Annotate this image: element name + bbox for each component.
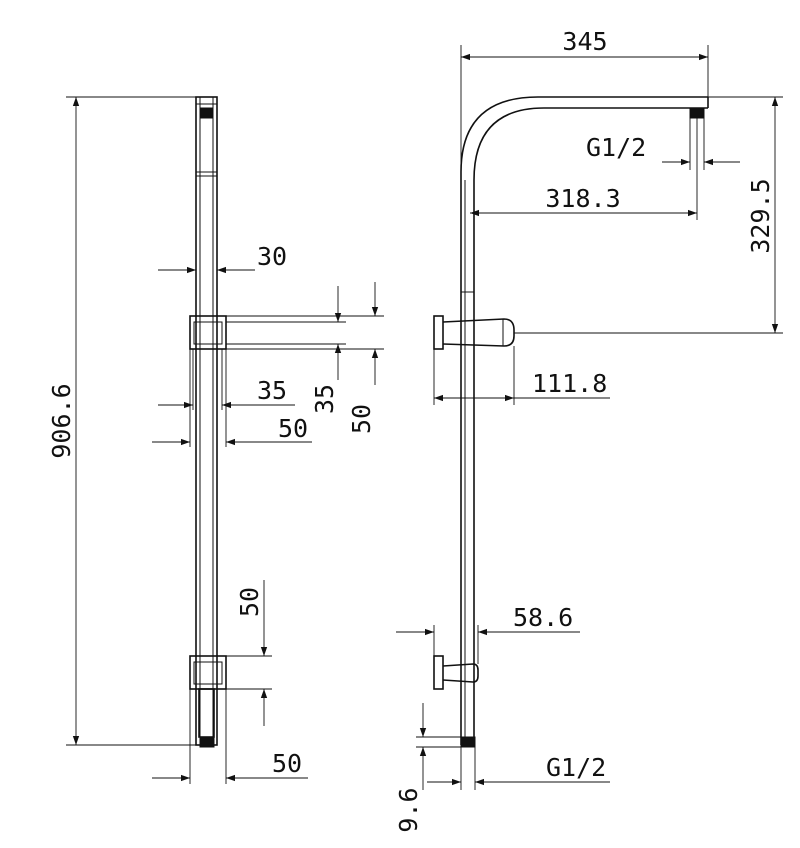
dim-holder-depth-label: 111.8	[532, 369, 607, 398]
dim-lower-bracket-depth-label: 58.6	[513, 603, 573, 632]
dim-arm-reach-label: 345	[562, 27, 607, 56]
dim-lower-bracket-height: 50	[226, 580, 272, 726]
dim-bracket-height-inner: 35	[226, 286, 346, 414]
dim-inlet-thread: G1/2	[427, 747, 610, 790]
dim-arm-offset: 318.3	[470, 118, 698, 220]
dim-arm-offset-label: 318.3	[545, 184, 620, 213]
dim-outlet-thread: G1/2	[586, 118, 740, 170]
dim-lower-bracket-height-label: 50	[235, 587, 264, 617]
dim-arm-height-label: 329.5	[746, 178, 775, 253]
side-outlet	[689, 107, 705, 119]
dim-overall-height-label: 906.6	[47, 383, 76, 458]
side-lower-bracket	[433, 655, 479, 690]
dim-arm-height: 329.5	[514, 96, 783, 334]
dim-arm-reach: 345	[460, 27, 709, 172]
dim-inlet-length: 9.6	[394, 703, 461, 833]
dim-holder-depth: 111.8	[433, 346, 610, 405]
dim-rail-width-label: 30	[257, 242, 287, 271]
dim-overall-height: 906.6	[47, 96, 196, 746]
side-inlet	[460, 736, 476, 748]
dim-inlet-length-label: 9.6	[394, 787, 423, 832]
front-view: 906.6 30 35 50	[47, 96, 384, 784]
dim-bracket-height-outer-label: 50	[347, 404, 376, 434]
dim-rail-width: 30	[158, 242, 287, 316]
dim-bracket-width-inner-label: 35	[257, 376, 287, 405]
dim-bracket-width-outer: 50	[152, 349, 312, 447]
front-inlet	[198, 688, 215, 748]
dim-outlet-thread-label: G1/2	[586, 133, 646, 162]
dim-bracket-height-inner-label: 35	[310, 384, 339, 414]
front-upper-bracket	[189, 315, 227, 350]
dim-bracket-height-outer: 50	[226, 282, 384, 434]
dim-lower-bracket-width-label: 50	[272, 749, 302, 778]
front-rail	[195, 96, 218, 746]
dim-bracket-width-outer-label: 50	[278, 414, 308, 443]
dim-bracket-width-inner: 35	[158, 349, 295, 410]
dim-lower-bracket-depth: 58.6	[396, 603, 580, 664]
dim-inlet-thread-label: G1/2	[546, 753, 606, 782]
dim-lower-bracket-width: 50	[152, 689, 308, 784]
side-view: 345 G1/2 318.3 329.5	[394, 27, 783, 833]
front-top-cap	[196, 103, 217, 119]
